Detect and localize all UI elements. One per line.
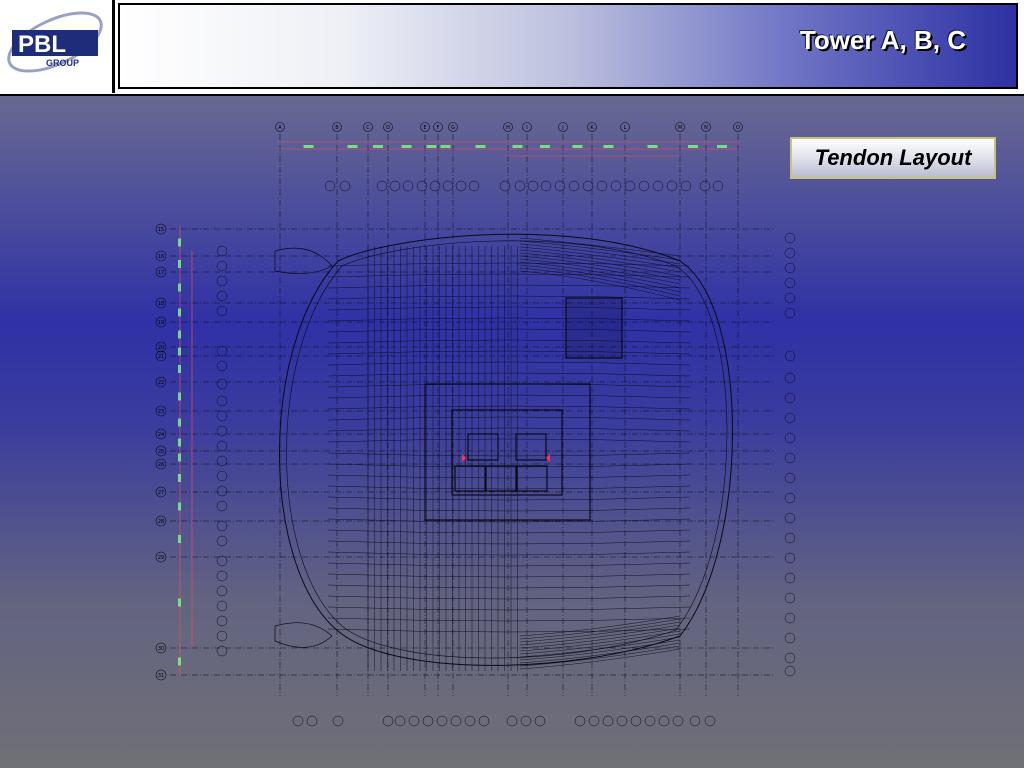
svg-text:20: 20 [158, 345, 164, 351]
row-bubble-19: 19 [155, 316, 167, 328]
svg-text:I: I [526, 125, 527, 131]
logo-subtext: GROUP [46, 58, 79, 68]
row-bubble-28: 28 [155, 515, 167, 527]
pbl-logo-graphic: PBL GROUP [7, 11, 103, 73]
tendon-layout-drawing: A B C D E F G H I J K L M N O 15 16 17 18 19 20 21 22 23 24 25 26… [155, 122, 796, 727]
page-title: Tower A, B, C [799, 25, 966, 55]
row-grid-bubbles: 15 16 17 18 19 20 21 22 23 24 25 26 27 28 29 30 31 [155, 223, 167, 681]
row-bubble-24: 24 [155, 428, 167, 440]
row-bubble-23: 23 [155, 405, 167, 417]
svg-text:23: 23 [158, 409, 164, 415]
column-bubble-c: C [363, 122, 373, 132]
grid-lines [170, 134, 775, 696]
svg-text:N: N [704, 125, 708, 131]
svg-text:H: H [506, 125, 510, 131]
column-bubble-n: N [701, 122, 711, 132]
slide-header: PBL GROUP Tower A, B, C [0, 0, 1024, 96]
tendon-lines [274, 237, 691, 671]
svg-text:J: J [561, 125, 563, 131]
row-bubble-25: 25 [155, 445, 167, 457]
column-bubble-e: E [420, 122, 430, 132]
column-bubble-o: O [733, 122, 743, 132]
svg-text:22: 22 [158, 380, 164, 386]
svg-text:30: 30 [158, 646, 164, 652]
tendon-layout-label: Tendon Layout [790, 137, 996, 179]
svg-text:16: 16 [158, 254, 164, 260]
row-bubble-26: 26 [155, 458, 167, 470]
svg-text:C: C [366, 125, 370, 131]
column-bubble-f: F [433, 122, 443, 132]
svg-text:17: 17 [158, 270, 164, 276]
svg-text:18: 18 [158, 301, 164, 307]
column-bubble-m: M [675, 122, 685, 132]
svg-text:24: 24 [158, 432, 164, 438]
svg-text:15: 15 [158, 227, 164, 233]
tendon-callout-bubbles [216, 180, 796, 727]
title-band: Tower A, B, C [118, 3, 1018, 89]
svg-text:21: 21 [158, 354, 164, 360]
row-bubble-30: 30 [155, 642, 167, 654]
row-bubble-31: 31 [155, 669, 167, 681]
svg-text:A: A [278, 125, 282, 131]
svg-text:26: 26 [158, 462, 164, 468]
row-bubble-22: 22 [155, 376, 167, 388]
column-bubble-l: L [620, 122, 630, 132]
column-bubble-i: I [522, 122, 532, 132]
column-bubble-k: K [587, 122, 597, 132]
svg-text:O: O [736, 125, 740, 131]
column-grid-bubbles: A B C D E F G H I J K L M N O [275, 122, 743, 132]
highlight-markers [462, 454, 550, 462]
row-bubble-18: 18 [155, 297, 167, 309]
svg-text:27: 27 [158, 490, 164, 496]
row-bubble-29: 29 [155, 551, 167, 563]
svg-text:E: E [423, 125, 426, 131]
row-bubble-20: 20 [155, 341, 167, 353]
row-bubble-16: 16 [155, 250, 167, 262]
svg-text:B: B [335, 125, 339, 131]
column-bubble-d: D [383, 122, 393, 132]
svg-text:G: G [451, 125, 455, 131]
column-bubble-a: A [275, 122, 285, 132]
svg-text:31: 31 [158, 673, 164, 679]
column-bubble-b: B [332, 122, 342, 132]
svg-text:K: K [590, 125, 594, 131]
column-bubble-h: H [503, 122, 513, 132]
svg-text:29: 29 [158, 555, 164, 561]
svg-text:25: 25 [158, 449, 164, 455]
row-bubble-27: 27 [155, 486, 167, 498]
svg-text:D: D [386, 125, 390, 131]
row-bubble-17: 17 [155, 266, 167, 278]
column-bubble-g: G [448, 122, 458, 132]
logo-text: PBL [18, 31, 66, 58]
core-walls [424, 297, 623, 521]
svg-text:M: M [678, 125, 682, 131]
row-bubble-15: 15 [155, 223, 167, 235]
row-bubble-21: 21 [155, 350, 167, 362]
svg-text:28: 28 [158, 519, 164, 525]
svg-text:L: L [624, 125, 627, 131]
column-bubble-j: J [558, 122, 568, 132]
svg-text:F: F [437, 125, 440, 131]
dimension-lines [178, 141, 740, 676]
floor-plate-outline [279, 233, 733, 666]
pbl-logo: PBL GROUP [0, 0, 115, 93]
svg-text:19: 19 [158, 320, 164, 326]
